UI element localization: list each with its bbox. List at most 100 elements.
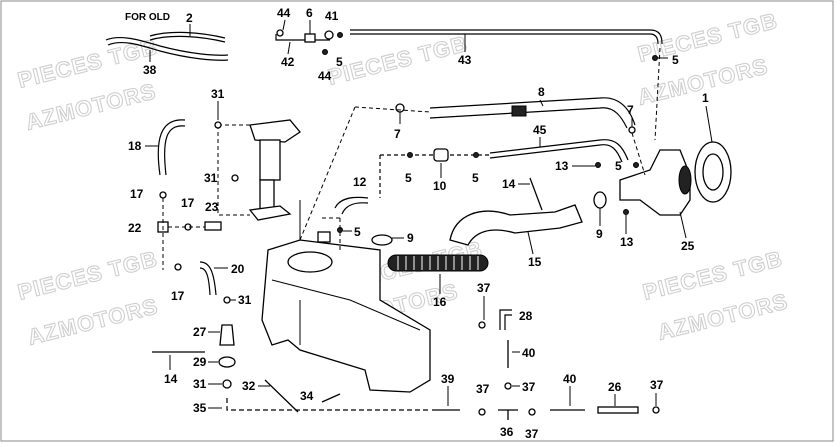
clamp-17-bottom xyxy=(174,263,182,271)
screw-13-bottom xyxy=(623,209,629,215)
tube-43 xyxy=(350,29,663,45)
callout-26: 26 xyxy=(608,380,622,394)
filler-neck-25 xyxy=(619,149,691,216)
callout-17: 17 xyxy=(171,289,185,303)
valve-10 xyxy=(433,148,449,162)
bolt-14-top xyxy=(529,177,543,211)
callout-5: 5 xyxy=(405,171,412,185)
callout-37: 37 xyxy=(522,380,536,394)
corrugations xyxy=(397,256,479,270)
callout-31: 31 xyxy=(211,87,225,101)
callout-44: 44 xyxy=(277,6,291,20)
tank-top-link xyxy=(299,106,356,241)
fuel-tank-pump-opening xyxy=(287,251,333,273)
callout-12: 12 xyxy=(353,175,367,189)
callout-1: 1 xyxy=(702,91,709,105)
callout-45: 45 xyxy=(533,123,547,137)
callout-2: 2 xyxy=(186,11,193,25)
filler-hose-15 xyxy=(449,204,583,246)
fitting-31-top xyxy=(214,121,222,129)
callout-34: 34 xyxy=(300,389,314,403)
hose-8-inner xyxy=(429,107,628,129)
hose-12 xyxy=(334,196,369,209)
leader-8 xyxy=(539,99,544,107)
fitting-31-left xyxy=(223,296,231,304)
callout-15: 15 xyxy=(528,255,542,269)
hose-18-inner xyxy=(163,125,186,176)
clamp-37-mid xyxy=(478,321,486,329)
callout-28: 28 xyxy=(519,309,533,323)
callout-9: 9 xyxy=(407,231,414,245)
hose-45 xyxy=(489,139,629,161)
fuel-pump-sender xyxy=(259,179,275,211)
dash-cap xyxy=(631,132,646,176)
callout-17: 17 xyxy=(181,196,195,210)
drain-hose-35 xyxy=(226,398,430,411)
callout-5: 5 xyxy=(615,159,622,173)
fitting-31-mid xyxy=(231,174,239,182)
clip-5-right xyxy=(652,55,658,61)
callout-36: 36 xyxy=(500,425,514,439)
callout-37: 37 xyxy=(476,382,490,396)
fuel-tank xyxy=(261,239,431,393)
callout-31: 31 xyxy=(204,171,218,185)
callout-40: 40 xyxy=(563,372,577,386)
callout-10: 10 xyxy=(433,179,447,193)
tube-43-inner xyxy=(350,33,659,45)
callout-32: 32 xyxy=(242,379,256,393)
callout-29: 29 xyxy=(193,355,207,369)
callout-20: 20 xyxy=(231,262,245,276)
fitting-41 xyxy=(324,30,334,40)
rod-32 xyxy=(264,379,299,413)
hose-38 xyxy=(105,36,229,56)
elbow-28-inner xyxy=(504,314,512,330)
filler-cap-1-inner xyxy=(702,153,724,191)
connector-23 xyxy=(204,221,222,231)
callout-39: 39 xyxy=(441,372,455,386)
hose-20-inner xyxy=(199,267,211,296)
fuel-tank-filler-neck xyxy=(317,231,331,243)
fitting-6 xyxy=(304,33,316,43)
hose-12-inner xyxy=(341,202,369,215)
dash-43-down xyxy=(654,47,661,141)
callout-8: 8 xyxy=(538,85,545,99)
callout-22: 22 xyxy=(128,221,142,235)
hose-2-inner xyxy=(149,35,226,43)
callout-14: 14 xyxy=(164,372,178,386)
clamp-37-tee xyxy=(528,408,536,416)
callout-5: 5 xyxy=(354,225,361,239)
callout-37: 37 xyxy=(525,427,539,441)
clamp-17-top xyxy=(159,191,167,199)
fitting-7-right xyxy=(628,126,636,134)
callout-18: 18 xyxy=(128,139,142,153)
filter-26 xyxy=(597,406,639,414)
callout-37: 37 xyxy=(477,281,491,295)
clip-5-cap xyxy=(633,162,639,168)
callout-44: 44 xyxy=(318,69,332,83)
callout-14: 14 xyxy=(502,177,516,191)
callout-13: 13 xyxy=(620,235,634,249)
callout-16: 16 xyxy=(433,295,447,309)
grommet-29 xyxy=(218,356,236,368)
callout-13: 13 xyxy=(555,159,569,173)
leader-42 xyxy=(287,41,291,55)
fuel-pump-flange xyxy=(249,119,301,143)
dash-8-left xyxy=(354,106,431,113)
fuel-tank-contour-1 xyxy=(271,279,421,331)
callout-9: 9 xyxy=(596,227,603,241)
elbow-28 xyxy=(499,309,512,330)
fuel-pump-body xyxy=(259,139,281,181)
tee-36 xyxy=(498,409,518,420)
watermark-shop: AZMOTORS xyxy=(25,293,161,350)
screw-13-top xyxy=(595,162,601,168)
pump-bracket xyxy=(217,125,250,216)
fitting-31-low xyxy=(222,379,232,389)
clamp-37-bottom xyxy=(478,408,486,416)
clip-5-top xyxy=(337,32,343,38)
callout-27: 27 xyxy=(193,325,207,339)
callout-42: 42 xyxy=(281,55,295,69)
callout-31: 31 xyxy=(238,293,252,307)
callout-7: 7 xyxy=(627,103,634,117)
filler-neck-rim xyxy=(678,165,692,195)
